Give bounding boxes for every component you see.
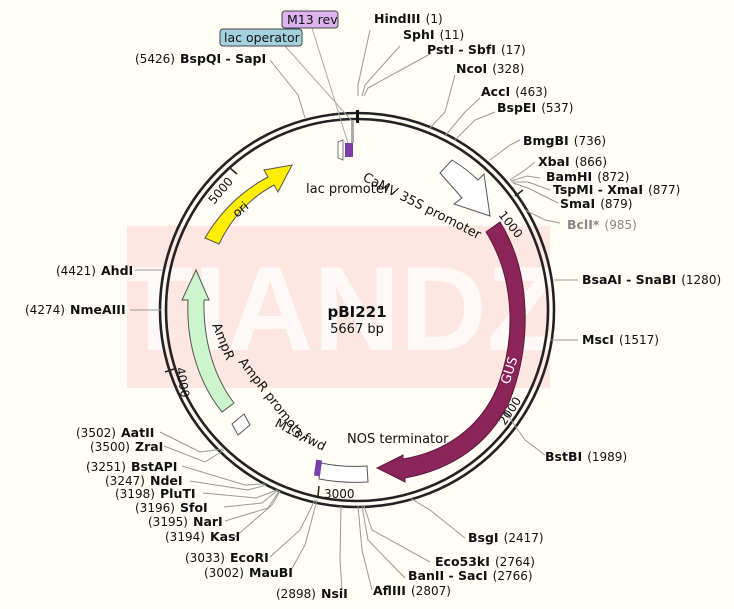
lac-promoter-arrow (337, 139, 344, 161)
site-bcli: BclI* (985) (567, 214, 637, 233)
site-msci: MscI (1517) (582, 329, 659, 348)
m13rev-leader (311, 27, 349, 144)
site-aatii: (3502) AatII (76, 422, 154, 441)
svg-text:lac operator: lac operator (224, 30, 301, 45)
nos-terminator-label: NOS terminator (347, 432, 449, 447)
site-bstbi: BstBI (1989) (545, 446, 627, 465)
site-sphi: SphI (11) (403, 24, 464, 43)
site-bspei: BspEI (537) (497, 97, 573, 116)
site-leaders (130, 29, 578, 591)
camv-35s-promoter-arrow (439, 159, 491, 217)
ori-arrow (204, 164, 293, 245)
nos-terminator-box (318, 462, 369, 483)
svg-text:4000: 4000 (173, 366, 192, 399)
site-bsgi: BsgI (2417) (468, 527, 544, 546)
m13rev-badge: M13 rev (281, 10, 339, 29)
m13rev-primer (345, 143, 353, 157)
lac-operator-leader (284, 45, 353, 122)
site-bstapi: (3251) BstAPI (86, 456, 177, 475)
lac-operator-badge: lac operator (219, 28, 303, 47)
site-tspmi-xmai: TspMI - XmaI (877) (553, 179, 680, 198)
site-kasi: (3194) KasI (165, 526, 240, 545)
site-ahdi: (4421) AhdI (56, 260, 133, 279)
site-bmgbi: BmgBI (736) (523, 130, 606, 149)
hindiii-marker (356, 110, 359, 123)
ampr-promoter-arrow (231, 413, 251, 436)
site-xbai: XbaI (866) (538, 151, 607, 170)
site-afliii: AflIII (2807) (373, 580, 451, 599)
site-smai: SmaI (879) (560, 193, 633, 212)
site-nari: (3195) NarI (148, 511, 223, 530)
svg-text:3000: 3000 (324, 487, 355, 501)
site-zrai: (3500) ZraI (90, 436, 163, 455)
svg-text:M13 rev: M13 rev (287, 12, 338, 27)
site-psti-sbfi: PstI - SbfI (17) (427, 39, 526, 58)
site-bamhi: BamHI (872) (546, 166, 629, 185)
plasmid-length: 5667 bp (330, 322, 384, 337)
site-ncoi: NcoI (328) (456, 58, 525, 77)
site-bsaai-snabi: BsaAI - SnaBI (1280) (582, 269, 721, 288)
site-sfoi: (3196) SfoI (135, 497, 208, 516)
site-acci: AccI (463) (481, 81, 548, 100)
lac-operator-marker (351, 121, 354, 143)
site-hindiii: HindIII (1) (374, 8, 443, 27)
site-banii-saci: BanII - SacI (2766) (408, 565, 533, 584)
site-ecori: (3033) EcoRI (185, 547, 269, 566)
site-bspqi-sapi: (5426) BspQI - SapI (135, 48, 266, 67)
tick-3000: 3000 (317, 485, 355, 501)
ampr-arrow (181, 268, 235, 413)
site-eco53ki: Eco53kI (2764) (435, 551, 535, 570)
site-maubi: (3002) MauBI (204, 562, 293, 581)
plasmid-name: pBI221 (327, 303, 386, 321)
m13fwd-primer (313, 459, 323, 477)
site-pluti: (3198) PluTI (115, 483, 196, 502)
site-nsii: (2898) NsiI (276, 583, 348, 602)
gus-arrow (375, 221, 526, 483)
site-ndei: (3247) NdeI (105, 470, 183, 489)
lac-promoter-label: lac promoter (306, 182, 390, 197)
site-nmeaiii: (4274) NmeAIII (25, 299, 126, 318)
tick-4000: 4000 (164, 366, 192, 399)
